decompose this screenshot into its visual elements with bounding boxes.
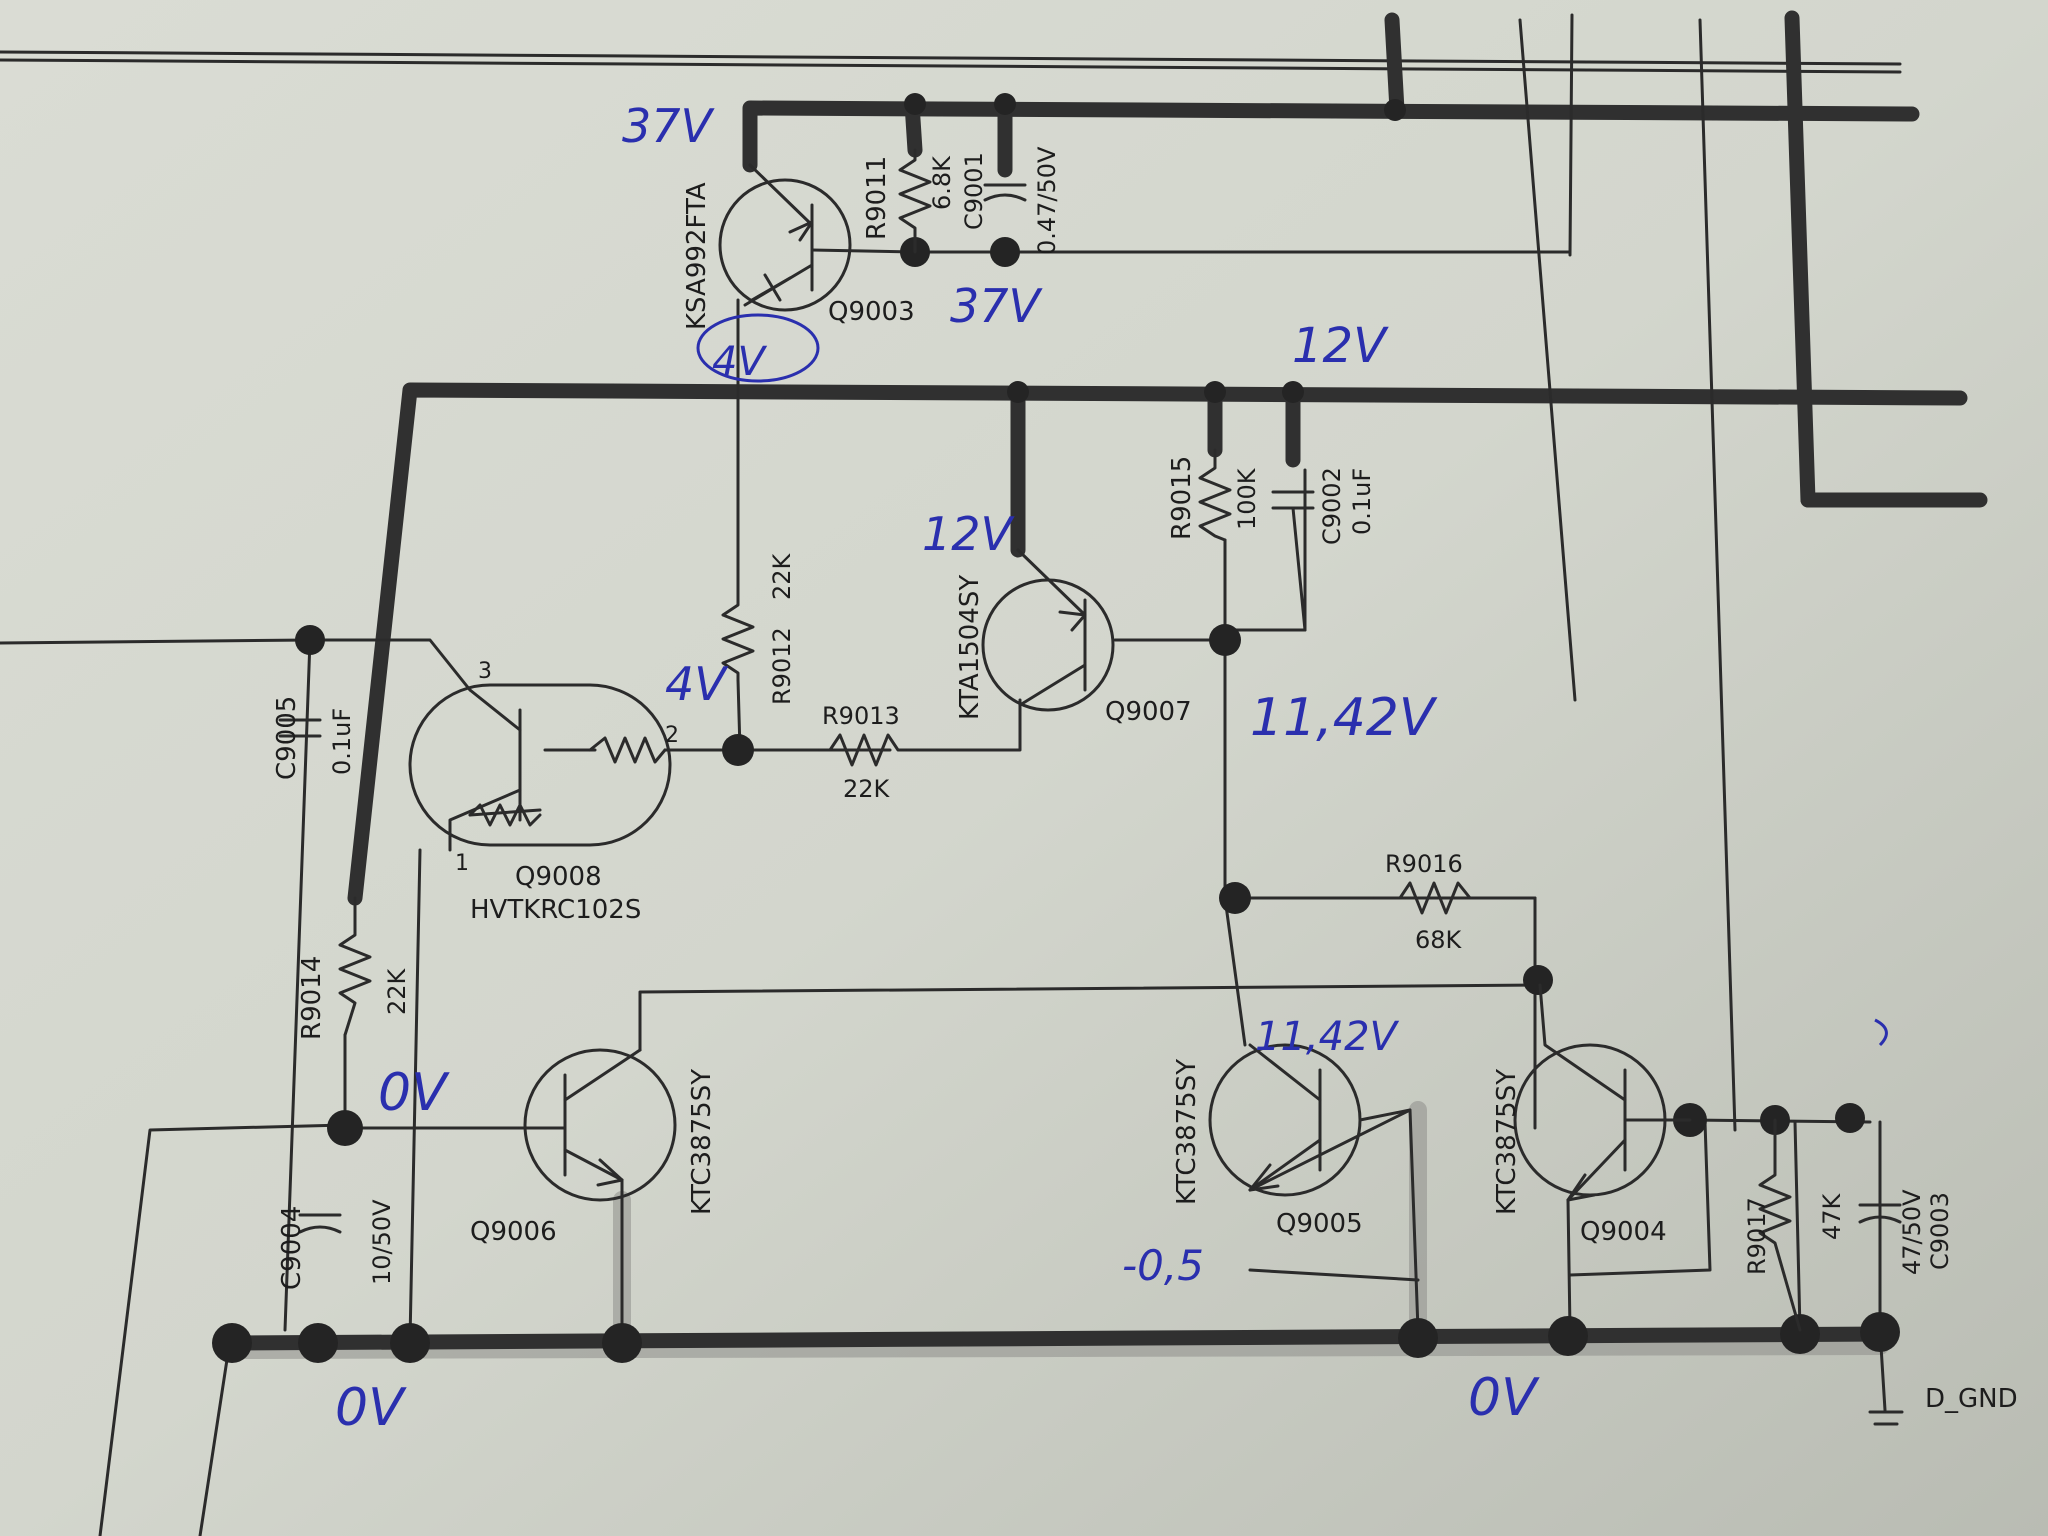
r9014-value-label: 22K [383, 967, 411, 1015]
r9013-value-label: 22K [843, 775, 891, 803]
handwritten-annotations: 37V 37V 4V 12V 12V 4V 11,42V 11,42V 0V 0… [335, 99, 1888, 1438]
c9003-ref-label: C9003 [1926, 1192, 1954, 1270]
c9005-ref-label: C9005 [272, 696, 302, 780]
note-37v-right: 37V [950, 279, 1044, 333]
note-4v-r9012: 4V [665, 657, 729, 711]
note-0v-base: 0V [378, 1063, 450, 1123]
r9015-ref-label: R9015 [1167, 456, 1197, 540]
r9015-value-label: 100K [1233, 467, 1261, 530]
q9008-part-label: HVTKRC102S [470, 895, 641, 925]
note-4v-circled: 4V [712, 339, 767, 385]
page-border [0, 50, 1902, 74]
note-0v-gnd-left: 0V [335, 1378, 407, 1438]
resistor-r9016 [1373, 881, 1537, 915]
r9011-value-label: 6.8K [928, 155, 956, 210]
q9007-part-label: KTA1504SY [955, 575, 985, 720]
note-neg-0-5: -0,5 [1122, 1241, 1204, 1290]
transistor-q9007 [981, 548, 1115, 712]
resistor-r9011 [898, 148, 932, 254]
ground-symbol [1868, 1410, 1904, 1426]
c9005-value-label: 0.1uF [328, 708, 356, 775]
c9001-ref-label: C9001 [960, 152, 988, 230]
transistor-q9006 [518, 1048, 677, 1202]
c9002-value-label: 0.1uF [1348, 468, 1376, 535]
r9016-ref-label: R9016 [1385, 850, 1463, 878]
note-tick-mark [1874, 1018, 1888, 1047]
ground-bus [224, 1326, 1896, 1351]
d-gnd-label: D_GND [1925, 1384, 2018, 1414]
transistor-q9003 [718, 163, 852, 312]
note-11-42v-node: 11,42V [1250, 688, 1438, 748]
q9008-pin1-label: 1 [455, 851, 469, 876]
q9008-ref-label: Q9008 [515, 862, 602, 892]
resistor-r9012 [721, 593, 755, 682]
q9005-ref-label: Q9005 [1276, 1209, 1363, 1239]
transistor-q9004 [1513, 983, 1692, 1202]
c9002-ref-label: C9002 [1318, 467, 1346, 545]
note-11-42v-q9005: 11,42V [1255, 1014, 1400, 1060]
transistor-q9005 [1208, 1043, 1412, 1197]
c9004-value-label: 10/50V [368, 1199, 396, 1285]
capacitor-c9002 [1271, 490, 1315, 632]
note-12v-q9007: 12V [922, 507, 1016, 561]
r9017-value-label: 47K [1818, 1192, 1846, 1240]
transistor-q9008 [408, 683, 672, 852]
q9003-ref-label: Q9003 [828, 297, 915, 327]
note-4v-circle [696, 313, 820, 383]
note-0v-gnd-right: 0V [1468, 1368, 1540, 1428]
q9004-part-label: KTC3875SY [1492, 1069, 1522, 1215]
q9008-pin3-label: 3 [478, 659, 492, 684]
q9006-ref-label: Q9006 [470, 1217, 557, 1247]
resistor-r9017 [1758, 1118, 1802, 1332]
c9003-value-label: 47/50V [1898, 1189, 1926, 1275]
c9001-value-label: 0.47/50V [1033, 146, 1061, 255]
resistor-r9014 [338, 896, 372, 1037]
r9017-ref-label: R9017 [1743, 1197, 1771, 1275]
c9004-ref-label: C9004 [277, 1206, 307, 1290]
capacitor-c9004 [298, 1213, 342, 1234]
r9013-ref-label: R9013 [822, 702, 900, 730]
r9012-ref-label: R9012 [768, 627, 796, 705]
capacitor-c9003 [1858, 1203, 1902, 1224]
q9005-part-label: KTC3875SY [1172, 1059, 1202, 1205]
note-37v-top: 37V [622, 99, 716, 153]
r9016-value-label: 68K [1415, 926, 1463, 954]
q9004-ref-label: Q9004 [1580, 1217, 1667, 1247]
note-12v-rail: 12V [1292, 318, 1389, 374]
r9014-ref-label: R9014 [297, 956, 327, 1040]
power-rails [347, 10, 1988, 906]
component-labels: KSA992FTA Q9003 R9011 6.8K C9001 0.47/50… [272, 146, 2018, 1414]
r9011-ref-label: R9011 [862, 156, 892, 240]
r9012-value-label: 22K [768, 552, 796, 600]
q9006-part-label: KTC3875SY [687, 1069, 717, 1215]
resistor-r9013 [818, 733, 907, 767]
q9007-ref-label: Q9007 [1105, 697, 1192, 727]
junction-dots [212, 93, 1900, 1363]
q9003-part-label: KSA992FTA [682, 182, 712, 330]
q9008-pin2-label: 2 [665, 723, 679, 748]
resistor-r9015 [1198, 448, 1232, 542]
capacitor-c9005 [278, 718, 322, 738]
capacitor-c9001 [983, 183, 1027, 202]
